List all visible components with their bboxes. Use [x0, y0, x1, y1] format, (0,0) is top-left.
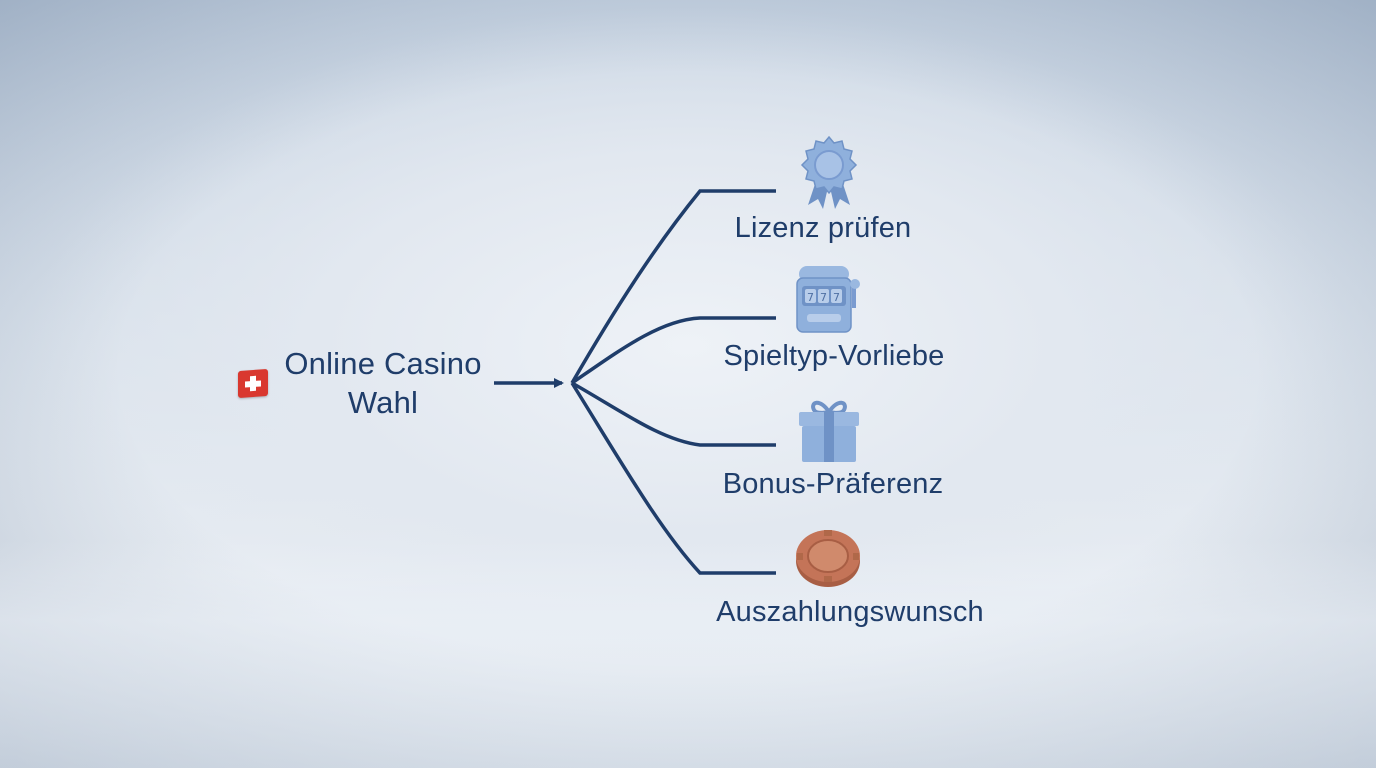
branch-label-gametype: Spieltyp-Vorliebe [723, 340, 945, 372]
swiss-flag-icon [238, 368, 268, 399]
svg-text:7: 7 [833, 291, 840, 304]
root-node-label: Online Casino Wahl [284, 346, 482, 420]
slot-machine-icon: 7 7 7 [796, 266, 860, 333]
branch-line-gametype [571, 316, 776, 385]
award-ribbon-icon [800, 135, 858, 209]
branch-label-bonus: Bonus-Präferenz [722, 468, 944, 500]
branch-label-licence: Lizenz prüfen [734, 212, 912, 244]
svg-text:7: 7 [820, 291, 827, 304]
branch-line-licence [570, 189, 776, 384]
branch-label-payout: Auszahlungswunsch [716, 596, 984, 628]
branch-line-payout [570, 382, 776, 575]
casino-chip-icon [796, 530, 860, 587]
gift-box-icon [799, 400, 859, 462]
background-floor [0, 540, 1376, 768]
branch-line-bonus [571, 381, 776, 447]
svg-text:7: 7 [807, 291, 814, 304]
